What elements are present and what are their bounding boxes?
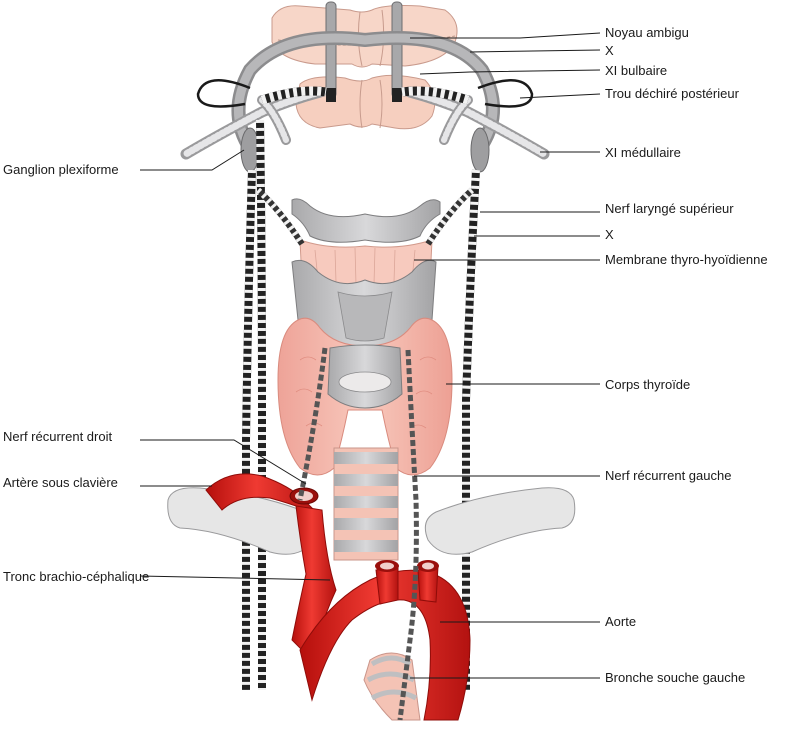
vagus-nerve-right — [242, 119, 266, 690]
labels-right: Noyau ambigu X XI bulbaire Trou déchiré … — [605, 25, 768, 685]
superior-laryngeal-nerves — [255, 187, 475, 246]
recurrent-nerve-right — [297, 347, 328, 501]
label-tronc-brachio-cephalique: Tronc brachio-céphalique — [3, 569, 149, 584]
accessory-nerve-spinal — [180, 86, 550, 160]
medulla-section-lower — [295, 74, 436, 130]
label-membrane-thyro-hyoidienne: Membrane thyro-hyoïdienne — [605, 252, 768, 267]
left-main-bronchus — [363, 652, 421, 721]
label-noyau-ambigu: Noyau ambigu — [605, 25, 689, 40]
vagus-nerve-left — [462, 169, 480, 690]
label-aorte: Aorte — [605, 614, 636, 629]
label-bronche-souche-gauche: Bronche souche gauche — [605, 670, 745, 685]
label-artere-sous-claviere: Artère sous clavière — [3, 475, 118, 490]
label-nerf-recurrent-gauche: Nerf récurrent gauche — [605, 468, 731, 483]
cricoid-cartilage — [327, 344, 403, 409]
vagus-loop — [231, 31, 500, 152]
label-xi-bulbaire: XI bulbaire — [605, 63, 667, 78]
subclavian-artery — [205, 473, 319, 515]
label-trou-dechire-posterieur: Trou déchiré postérieur — [605, 86, 740, 101]
label-xi-medullaire: XI médullaire — [605, 145, 681, 160]
thyroid-cartilage — [291, 259, 437, 353]
recurrent-nerve-left — [397, 349, 419, 721]
ganglion-plexiforme — [240, 127, 490, 173]
nucleus-ambiguus-rootlets — [325, 1, 403, 102]
labels-left: Ganglion plexiforme Nerf récurrent droit… — [3, 162, 149, 584]
accessory-nerve-bulbar — [260, 86, 470, 105]
left-clavicle — [424, 487, 576, 555]
label-ganglion-plexiforme: Ganglion plexiforme — [3, 162, 119, 177]
label-x-lower: X — [605, 227, 614, 242]
trachea — [333, 447, 399, 561]
label-nerf-larynge-superieur: Nerf laryngé supérieur — [605, 201, 734, 216]
leader-lines — [139, 32, 601, 679]
aorta — [299, 560, 471, 721]
hyoid-bone — [291, 198, 441, 243]
label-nerf-recurrent-droit: Nerf récurrent droit — [3, 429, 112, 444]
label-x-upper: X — [605, 43, 614, 58]
label-corps-thyroide: Corps thyroïde — [605, 377, 690, 392]
jugular-foramen-loops — [196, 79, 534, 108]
